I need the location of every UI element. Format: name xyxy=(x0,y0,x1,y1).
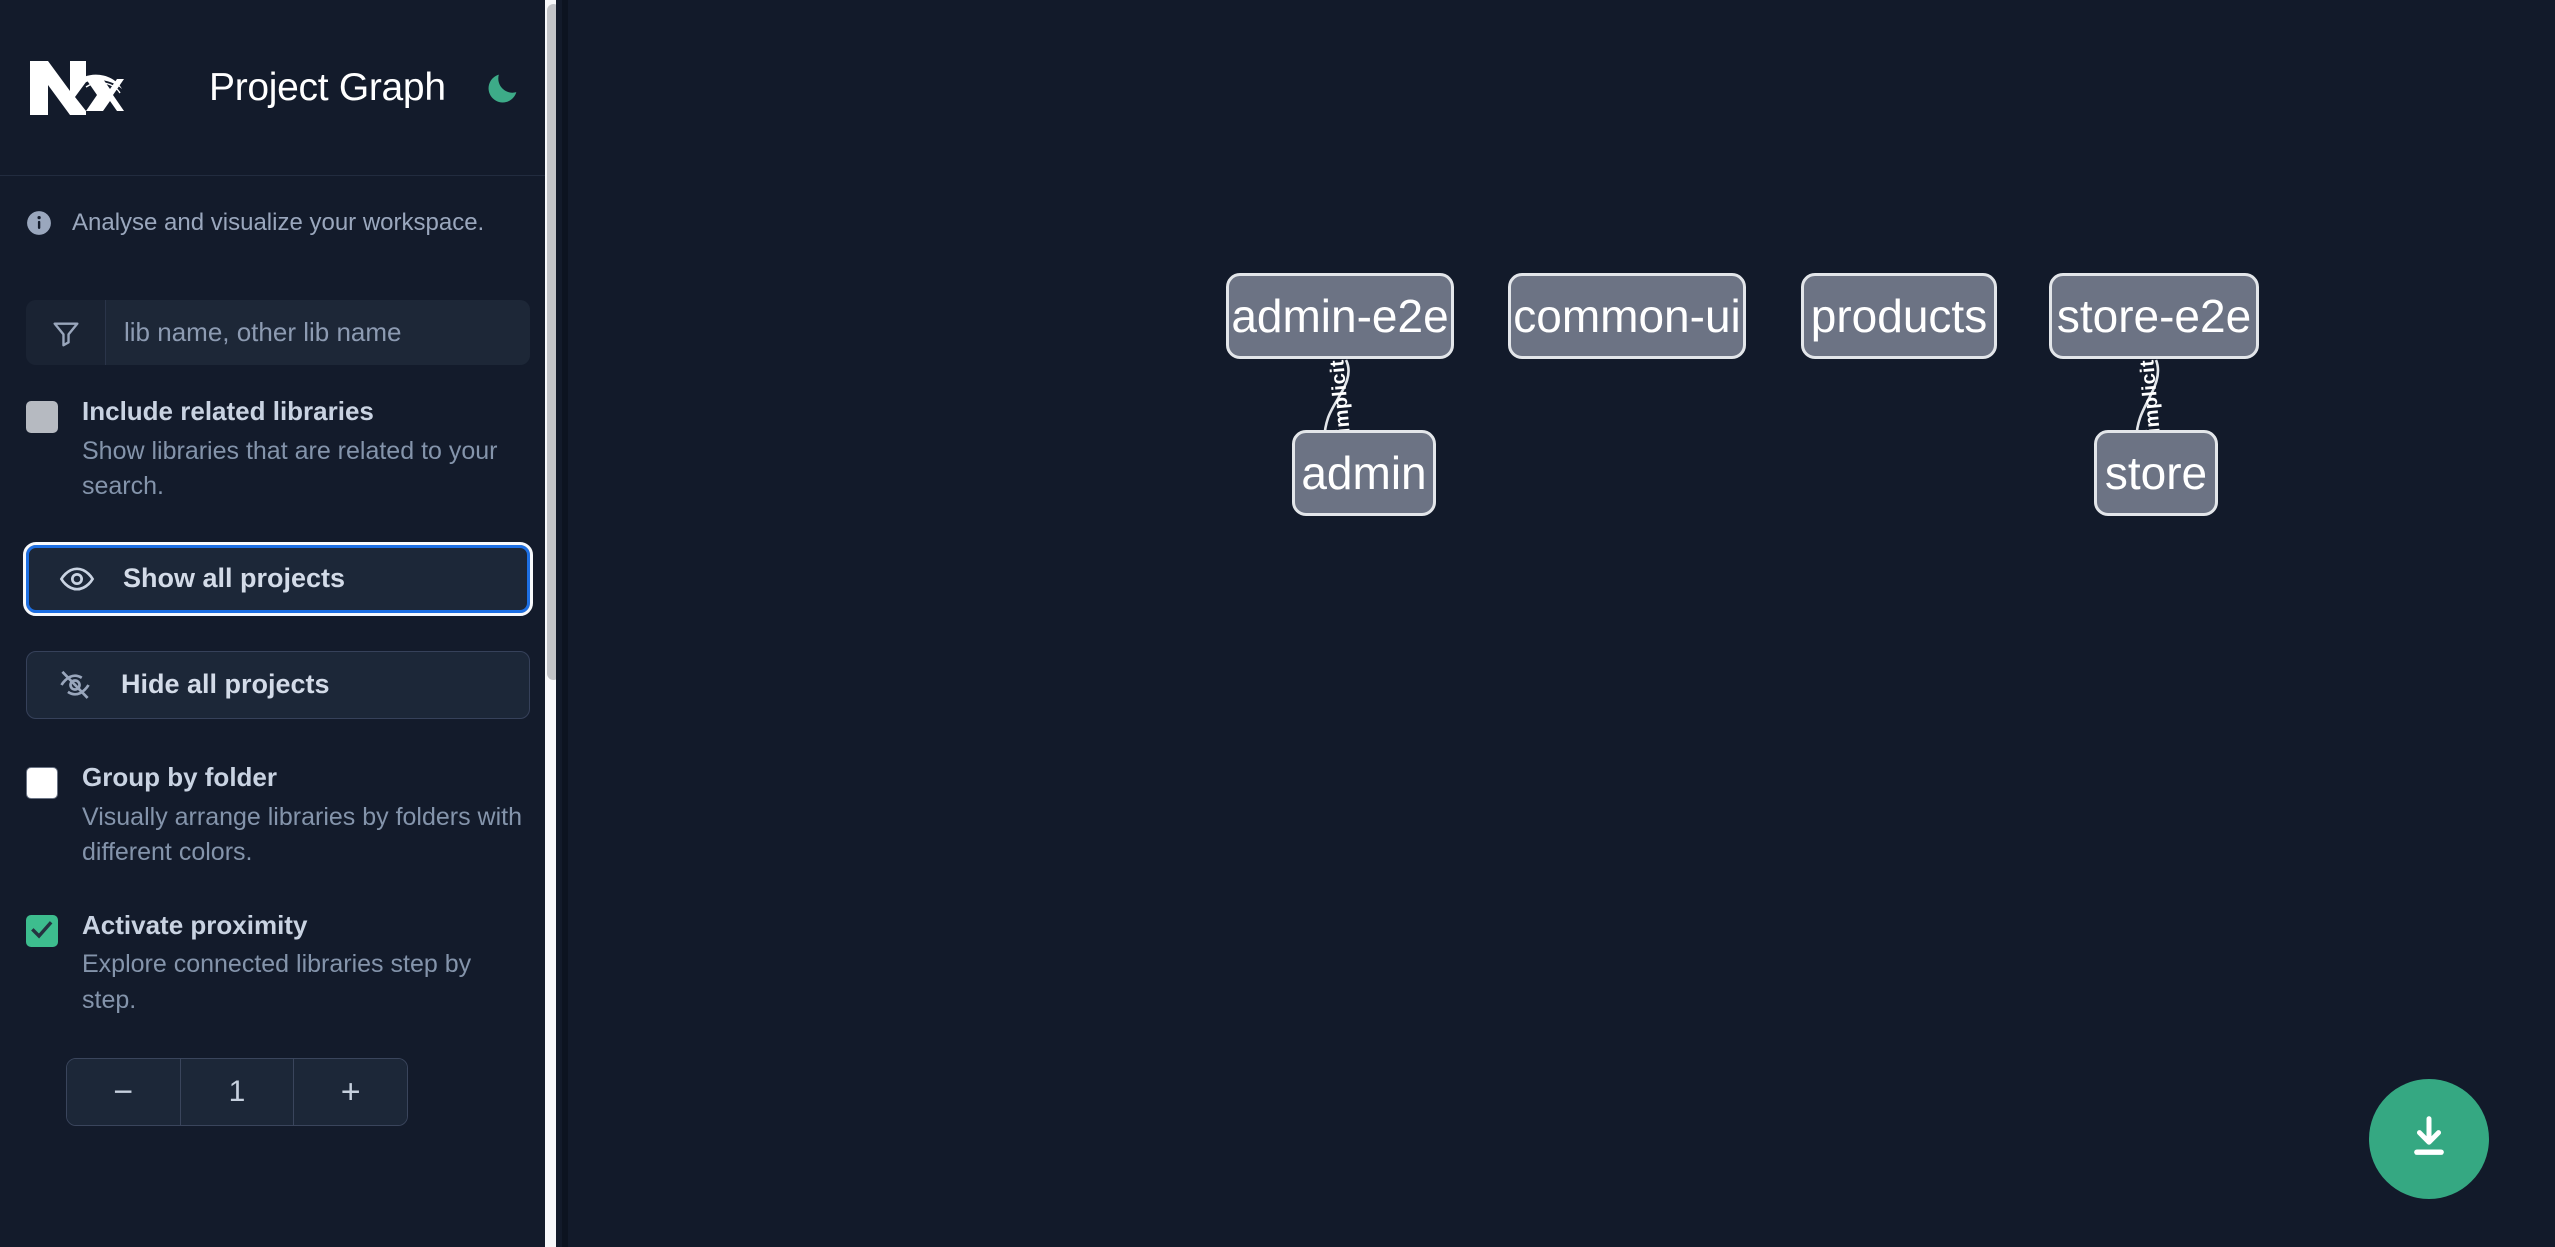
download-button[interactable] xyxy=(2369,1079,2489,1199)
option-title: Include related libraries xyxy=(82,396,374,426)
show-all-projects-label: Show all projects xyxy=(123,563,346,594)
hide-all-projects-button[interactable]: Hide all projects xyxy=(26,650,530,719)
option-subtitle: Show libraries that are related to your … xyxy=(82,436,498,501)
activate-proximity-checkbox[interactable] xyxy=(26,914,58,947)
include-related-libraries-checkbox[interactable] xyxy=(26,401,58,433)
edge-label-implicit-admin: implicit xyxy=(1326,358,1355,435)
filter-funnel-icon xyxy=(26,300,106,365)
eye-off-icon xyxy=(57,667,93,703)
moon-icon[interactable] xyxy=(482,67,524,109)
show-all-projects-button[interactable]: Show all projects xyxy=(23,541,533,616)
sidebar-scroll-area[interactable]: Project Graph Analyse and visualize yo xyxy=(0,0,556,1247)
option-text: Activate proximity Explore connected lib… xyxy=(82,909,522,1019)
option-subtitle: Visually arrange libraries by folders wi… xyxy=(82,802,523,867)
eye-icon xyxy=(59,561,95,597)
sidebar: Project Graph Analyse and visualize yo xyxy=(0,0,556,1247)
sidebar-header: Project Graph xyxy=(0,0,556,176)
option-group-by-folder[interactable]: Group by folder Visually arrange librari… xyxy=(26,761,530,871)
workspace-description: Analyse and visualize your workspace. xyxy=(0,176,556,270)
stepper-increment-button[interactable]: + xyxy=(294,1059,407,1126)
option-subtitle: Explore connected libraries step by step… xyxy=(82,950,472,1014)
option-title: Activate proximity xyxy=(82,909,308,940)
graph-edges xyxy=(1319,359,2160,465)
sidebar-scrollbar-thumb[interactable] xyxy=(547,4,556,680)
search-input[interactable] xyxy=(106,300,530,365)
project-graph-canvas[interactable]: implicit implicit admin-e2e common-ui pr… xyxy=(556,0,2555,1247)
group-by-folder-checkbox[interactable] xyxy=(26,766,58,799)
sidebar-scrollbar[interactable] xyxy=(545,0,556,1247)
stepper-value: 1 xyxy=(180,1059,295,1126)
graph-node-store[interactable]: store xyxy=(2094,430,2218,516)
hide-all-projects-label: Hide all projects xyxy=(121,669,330,700)
page-title: Project Graph xyxy=(209,65,446,109)
graph-node-common-ui[interactable]: common-ui xyxy=(1508,273,1746,359)
info-icon xyxy=(26,210,52,236)
option-text: Group by folder Visually arrange librari… xyxy=(82,761,522,871)
nx-logo-icon xyxy=(26,57,124,119)
filter-input-wrapper[interactable] xyxy=(26,300,530,365)
option-title: Group by folder xyxy=(82,761,277,792)
workspace-description-text: Analyse and visualize your workspace. xyxy=(72,209,485,236)
proximity-stepper[interactable]: − 1 + xyxy=(66,1058,408,1127)
option-include-related-libraries[interactable]: Include related libraries Show libraries… xyxy=(26,395,530,505)
stepper-decrement-button[interactable]: − xyxy=(67,1059,181,1126)
graph-node-store-e2e[interactable]: store-e2e xyxy=(2049,273,2259,359)
graph-node-admin[interactable]: admin xyxy=(1292,430,1436,516)
edge-label-implicit-store: implicit xyxy=(2136,358,2165,435)
graph-node-products[interactable]: products xyxy=(1801,273,1997,359)
sidebar-divider xyxy=(562,0,568,1247)
option-activate-proximity[interactable]: Activate proximity Explore connected lib… xyxy=(26,909,530,1019)
option-text: Include related libraries Show libraries… xyxy=(82,395,522,505)
download-icon xyxy=(2403,1111,2455,1168)
graph-node-admin-e2e[interactable]: admin-e2e xyxy=(1226,273,1454,359)
